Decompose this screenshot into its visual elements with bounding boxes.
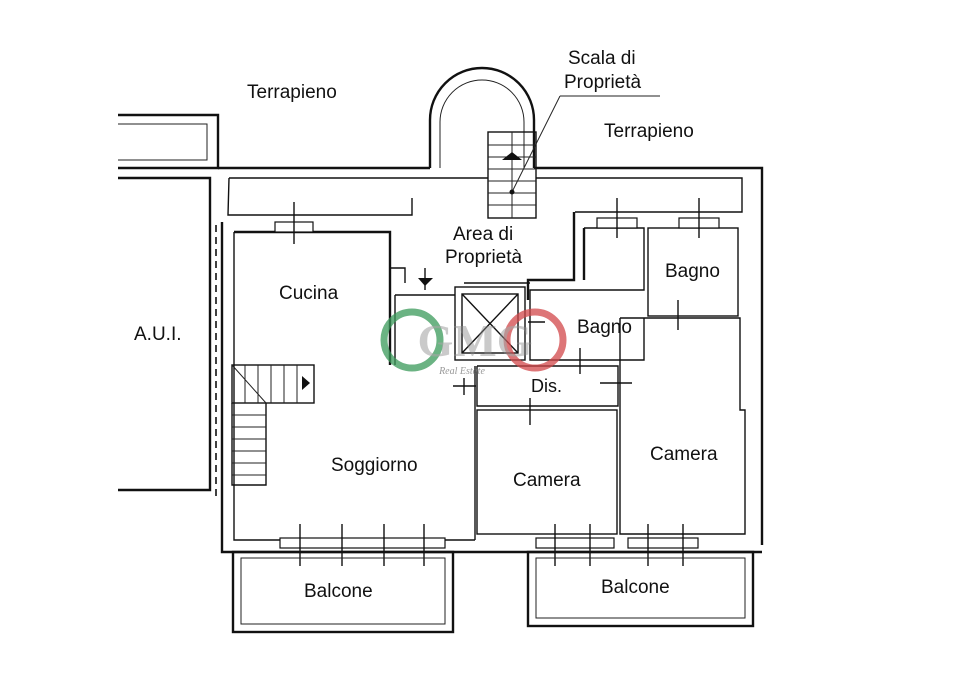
watermark-ring-green xyxy=(380,308,444,372)
label-dis: Dis. xyxy=(531,376,562,396)
label-balcone-left: Balcone xyxy=(304,581,373,602)
label-cucina: Cucina xyxy=(279,283,339,304)
label-balcone-right: Balcone xyxy=(601,577,670,598)
label-area-line1: Area di xyxy=(453,224,513,245)
lift-shaft xyxy=(418,268,526,361)
door-ticks xyxy=(453,300,679,425)
aui-outline xyxy=(118,113,220,492)
watermark-ring-red xyxy=(503,308,567,372)
label-terrapieno-right: Terrapieno xyxy=(604,121,694,142)
watermark-text: GMG xyxy=(418,315,533,366)
label-camera-center: Camera xyxy=(513,470,581,491)
label-bagno-upper: Bagno xyxy=(665,261,720,282)
windows xyxy=(274,198,720,244)
label-area-line2: Proprietà xyxy=(445,247,523,268)
label-scala-line1: Scala di xyxy=(568,48,636,69)
watermark-tagline: Real Estate xyxy=(438,366,485,377)
balcony-windows xyxy=(279,524,699,566)
label-camera-right: Camera xyxy=(650,444,718,465)
watermark-logo: GMG Real Estate xyxy=(380,308,567,377)
room-walls xyxy=(474,317,746,540)
internal-stair xyxy=(231,364,315,486)
scala-leader-line xyxy=(512,95,561,191)
bathroom-walls xyxy=(526,212,739,361)
exterior-stair xyxy=(487,131,537,219)
label-bagno-lower: Bagno xyxy=(577,317,632,338)
stair-tower xyxy=(428,66,536,168)
terrace-walls xyxy=(218,166,764,545)
label-soggiorno: Soggiorno xyxy=(331,455,418,476)
label-terrapieno-left: Terrapieno xyxy=(247,82,337,103)
balconies xyxy=(231,550,755,634)
label-aui: A.U.I. xyxy=(134,324,182,345)
label-scala-line2: Proprietà xyxy=(564,72,642,93)
